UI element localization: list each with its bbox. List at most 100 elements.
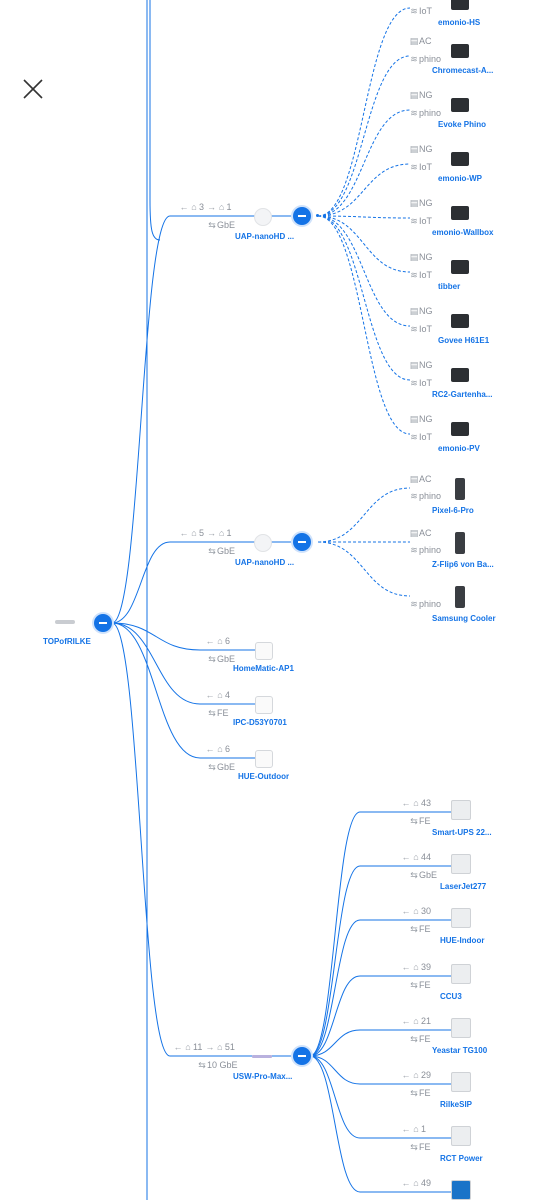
uplink-traffic: ←⌂3 →⌂1 bbox=[179, 202, 232, 212]
uplink-line bbox=[111, 541, 171, 624]
client-ssid: ≋IoT bbox=[410, 324, 433, 334]
device-icon bbox=[255, 750, 273, 768]
device-port: ←⌂39 bbox=[401, 962, 432, 972]
device-port: ←⌂21 bbox=[401, 1016, 432, 1026]
device-label[interactable]: HomeMatic-AP1 bbox=[233, 664, 294, 673]
client-band: ▤AC bbox=[409, 474, 432, 484]
client-device-icon bbox=[455, 586, 465, 608]
switch-label[interactable]: USW-Pro-Max... bbox=[233, 1072, 293, 1081]
device-port: ←⌂1 bbox=[401, 1124, 427, 1134]
client-label[interactable]: tibber bbox=[438, 282, 461, 291]
device-label[interactable]: RCT Power bbox=[440, 1154, 483, 1163]
device-icon bbox=[451, 1018, 471, 1038]
device-label[interactable]: LaserJet277 bbox=[440, 882, 487, 891]
client-ssid: ≋phino bbox=[410, 108, 442, 118]
client-device-icon bbox=[451, 98, 469, 112]
wifi-link-line bbox=[317, 109, 411, 217]
client-device-icon bbox=[451, 152, 469, 166]
wifi-link-line bbox=[317, 215, 411, 219]
device-speed: ⇆FE bbox=[410, 924, 431, 934]
wifi-link-line bbox=[317, 7, 411, 217]
client-label[interactable]: Samsung Cooler bbox=[432, 614, 496, 623]
device-speed: ⇆FE bbox=[410, 980, 431, 990]
device-icon bbox=[451, 908, 471, 928]
device-port: ←⌂4 bbox=[205, 690, 231, 700]
client-band: ▤NG bbox=[409, 360, 433, 370]
client-label[interactable]: Chromecast-A... bbox=[432, 66, 494, 75]
device-icon bbox=[255, 642, 273, 660]
device-label[interactable]: Smart-UPS 22... bbox=[432, 828, 492, 837]
client-ssid: ≋phino bbox=[410, 54, 442, 64]
client-band: ▤AC bbox=[409, 36, 432, 46]
client-label[interactable]: Pixel-6-Pro bbox=[432, 506, 474, 515]
uplink-speed: ⇆GbE bbox=[208, 546, 236, 556]
wired-link-line bbox=[309, 1055, 361, 1139]
client-label[interactable]: emonio-HS bbox=[438, 18, 481, 27]
client-label[interactable]: emonio-PV bbox=[438, 444, 480, 453]
root-collapse-button[interactable] bbox=[94, 614, 112, 632]
ap-collapse-button[interactable] bbox=[293, 207, 311, 225]
client-device-icon bbox=[451, 260, 469, 274]
wifi-link-line bbox=[317, 163, 411, 217]
client-label[interactable]: emonio-WP bbox=[438, 174, 482, 183]
client-device-icon bbox=[451, 206, 469, 220]
device-label[interactable]: HUE-Outdoor bbox=[238, 772, 290, 781]
device-icon bbox=[451, 1180, 471, 1200]
wired-link-line bbox=[309, 1029, 361, 1057]
client-device-icon bbox=[455, 532, 465, 554]
client-ssid: ≋phino bbox=[410, 599, 442, 609]
device-port: ←⌂43 bbox=[401, 798, 432, 808]
root-label[interactable]: TOPofRILKE bbox=[43, 637, 91, 646]
ap1-hub-dot bbox=[316, 214, 319, 217]
client-band: ▤NG bbox=[409, 144, 433, 154]
uplink-speed: ⇆GbE bbox=[208, 220, 236, 230]
client-ssid: ≋IoT bbox=[410, 432, 433, 442]
client-ssid: ≋IoT bbox=[410, 270, 433, 280]
access-point-icon bbox=[254, 534, 272, 552]
uplink-line bbox=[111, 622, 171, 1057]
device-icon bbox=[451, 1072, 471, 1092]
ap-label[interactable]: UAP-nanoHD ... bbox=[235, 232, 295, 241]
client-ssid: ≋phino bbox=[410, 491, 442, 501]
wifi-link-line bbox=[317, 55, 411, 217]
device-icon bbox=[255, 696, 273, 714]
device-label[interactable]: Yeastar TG100 bbox=[432, 1046, 488, 1055]
device-port: ←⌂6 bbox=[205, 636, 231, 646]
device-label[interactable]: RilkeSIP bbox=[440, 1100, 473, 1109]
client-ssid: ≋IoT bbox=[410, 378, 433, 388]
client-device-icon bbox=[451, 44, 469, 58]
switch-collapse-button[interactable] bbox=[293, 1047, 311, 1065]
client-label[interactable]: Z-Flip6 von Ba... bbox=[432, 560, 494, 569]
access-point-icon bbox=[254, 208, 272, 226]
client-device-icon bbox=[455, 478, 465, 500]
wired-link-line bbox=[111, 622, 201, 651]
client-device-icon bbox=[451, 422, 469, 436]
ap-label[interactable]: UAP-nanoHD ... bbox=[235, 558, 295, 567]
uplink-line bbox=[111, 215, 171, 624]
device-speed: ⇆GbE bbox=[410, 870, 438, 880]
wired-link-line bbox=[309, 919, 361, 1057]
wired-link-line bbox=[309, 1055, 361, 1193]
device-speed: ⇆FE bbox=[208, 708, 229, 718]
client-band: ▤NG bbox=[409, 90, 433, 100]
client-ssid: ≋phino bbox=[410, 545, 442, 555]
device-port: ←⌂49 bbox=[401, 1178, 432, 1188]
device-label[interactable]: IPC-D53Y0701 bbox=[233, 718, 287, 727]
client-band: ▤NG bbox=[409, 252, 433, 262]
device-label[interactable]: CCU3 bbox=[440, 992, 462, 1001]
client-label[interactable]: Evoke Phino bbox=[438, 120, 487, 129]
client-label[interactable]: emonio-Wallbox bbox=[432, 228, 494, 237]
device-label[interactable]: HUE-Indoor bbox=[440, 936, 485, 945]
uplink-traffic: ←⌂11 →⌂51 bbox=[173, 1042, 235, 1052]
wifi-link-line bbox=[317, 215, 411, 327]
device-icon bbox=[451, 800, 471, 820]
device-port: ←⌂30 bbox=[401, 906, 432, 916]
client-label[interactable]: Govee H61E1 bbox=[438, 336, 490, 345]
client-band: ▤NG bbox=[409, 414, 433, 424]
ap-collapse-button[interactable] bbox=[293, 533, 311, 551]
root-device-icon bbox=[55, 620, 75, 624]
trunk-line-2 bbox=[149, 0, 161, 241]
close-button[interactable] bbox=[20, 76, 46, 102]
wired-link-line bbox=[309, 1055, 361, 1085]
client-label[interactable]: RC2-Gartenha... bbox=[432, 390, 493, 399]
